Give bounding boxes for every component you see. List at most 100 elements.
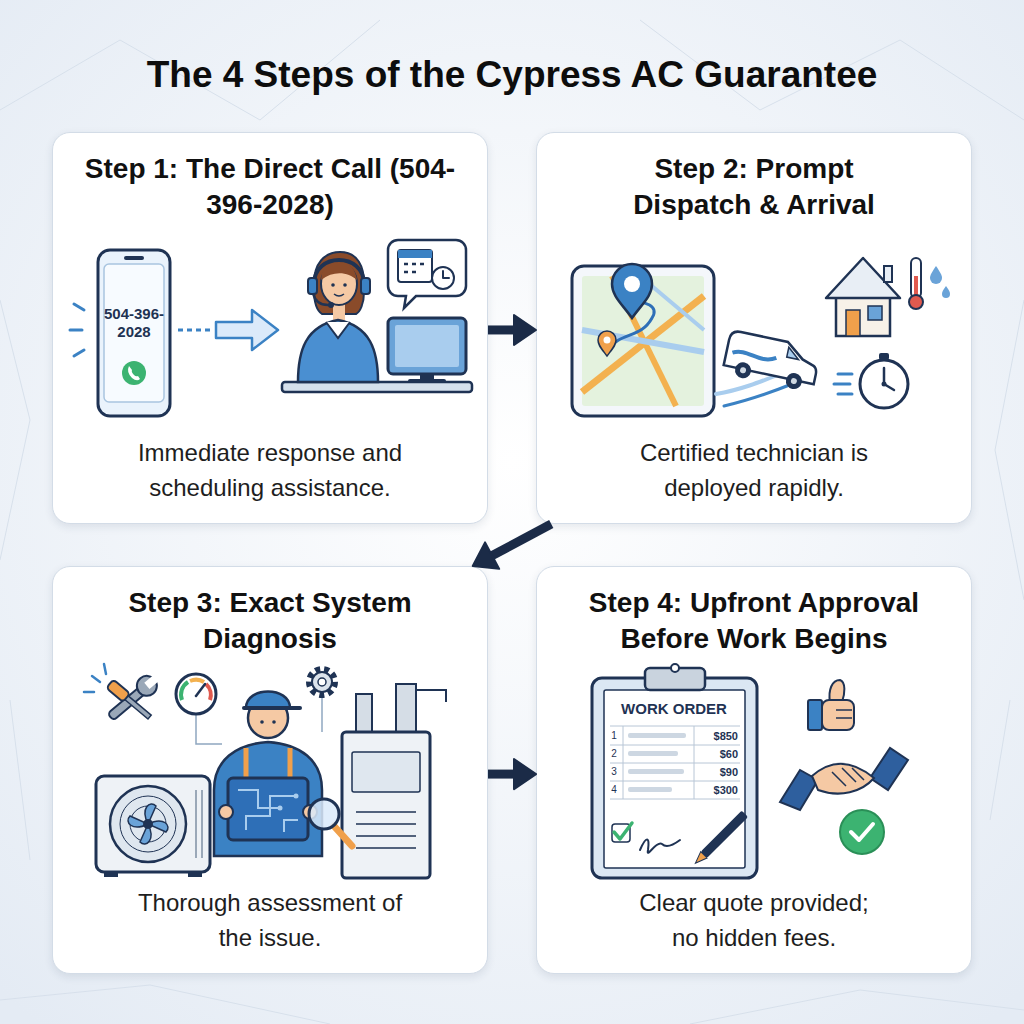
thumbs-up-icon	[822, 700, 854, 730]
approval-check	[840, 810, 884, 854]
step-description: Clear quote provided; no hidden fees.	[629, 885, 879, 955]
house-icon	[868, 306, 882, 320]
row-number: 4	[606, 782, 622, 798]
price-cell: $60	[694, 746, 738, 762]
price-cell: $850	[694, 728, 738, 744]
ac-unit	[96, 776, 210, 872]
agent-figure	[343, 283, 347, 287]
flow-arrow	[488, 759, 536, 789]
step-heading: Step 3: Exact System Diagnosis	[110, 585, 430, 657]
speech-bubble	[404, 264, 424, 272]
agent-figure	[361, 278, 370, 294]
map-tablet	[612, 264, 652, 318]
agent-figure	[331, 283, 335, 287]
agent-figure	[282, 382, 472, 392]
stopwatch-icon	[879, 353, 889, 360]
monitor-icon	[388, 318, 466, 383]
thermometer-icon	[911, 258, 921, 298]
technician-figure	[228, 778, 308, 840]
stopwatch-icon	[882, 382, 887, 387]
pressure-gauge	[176, 674, 216, 714]
arrow-head	[514, 759, 536, 789]
step-description: Thorough assessment of the issue.	[128, 885, 413, 955]
work-order-clipboard	[628, 733, 686, 738]
work-order-clipboard	[592, 664, 757, 878]
map-tablet	[572, 264, 714, 416]
monitor-icon	[395, 325, 459, 367]
step-description: Certified technician is deployed rapidly…	[604, 435, 904, 505]
gear-icon	[312, 672, 332, 692]
house-icon	[884, 266, 892, 282]
monitor-icon	[408, 379, 446, 383]
ac-unit	[128, 804, 168, 844]
stopwatch-icon	[860, 360, 908, 408]
speech-bubble	[398, 250, 432, 282]
gear-icon	[318, 678, 326, 686]
ac-unit	[196, 790, 202, 858]
step-heading: Step 4: Upfront Approval Before Work Beg…	[554, 585, 954, 657]
technician-figure	[294, 794, 299, 799]
row-number: 2	[606, 746, 622, 762]
arrow-shaft	[488, 770, 516, 779]
work-order-clipboard	[628, 751, 678, 756]
work-order-clipboard	[604, 690, 745, 868]
phone-icon	[122, 361, 146, 385]
phone-icon	[124, 256, 144, 260]
row-number: 1	[606, 728, 622, 744]
work-order-heading: WORK ORDER	[614, 700, 734, 718]
price-cell: $90	[694, 764, 738, 780]
map-tablet	[624, 276, 640, 292]
furnace-unit	[356, 694, 372, 732]
speech-bubble	[398, 250, 432, 258]
work-order-clipboard	[628, 787, 672, 792]
work-order-clipboard	[692, 811, 748, 867]
row-number: 3	[606, 764, 622, 780]
ac-unit	[143, 819, 153, 829]
work-order-clipboard	[692, 852, 707, 867]
network-pattern	[690, 990, 1024, 1024]
stopwatch-icon	[884, 368, 894, 390]
ac-unit	[104, 872, 118, 877]
pressure-gauge	[206, 684, 211, 700]
house-icon	[846, 310, 860, 336]
map-tablet	[598, 331, 616, 356]
technician-figure	[214, 742, 322, 856]
network-pattern	[990, 700, 1010, 820]
ac-unit	[96, 776, 210, 877]
house-icon	[836, 294, 890, 336]
network-pattern	[995, 300, 1024, 600]
approval-check	[840, 810, 884, 854]
handshake-icon	[832, 768, 864, 786]
work-order-clipboard	[614, 823, 632, 839]
work-order-clipboard	[640, 840, 680, 853]
speech-bubble	[443, 271, 449, 278]
work-order-clipboard	[671, 664, 679, 672]
agent-figure	[313, 293, 330, 305]
service-van	[739, 367, 746, 374]
service-van	[732, 349, 776, 362]
map-tablet	[604, 337, 611, 344]
work-order-clipboard	[610, 726, 740, 799]
step-description: Immediate response and scheduling assist…	[120, 435, 420, 505]
technician-figure	[244, 706, 300, 710]
network-pattern	[0, 300, 30, 560]
map-tablet	[582, 296, 704, 392]
agent-figure	[326, 322, 350, 338]
furnace-unit	[396, 684, 416, 732]
agent-figure	[308, 278, 317, 294]
arrow-shaft	[488, 325, 516, 334]
ac-unit	[110, 786, 186, 862]
technician-figure	[219, 805, 233, 819]
diagram-title: The 4 Steps of the Cypress AC Guarantee	[0, 50, 1024, 100]
service-van	[790, 378, 797, 385]
agent-figure	[328, 302, 334, 308]
technician-figure	[238, 790, 298, 832]
work-order-clipboard	[701, 811, 748, 858]
flow-arrow	[473, 524, 552, 569]
work-order-clipboard	[623, 726, 694, 799]
arrow-head	[473, 542, 499, 568]
technician-figure	[272, 720, 276, 724]
step-heading: Step 2: Prompt Dispatch & Arrival	[604, 151, 904, 223]
arrow-head	[514, 315, 536, 345]
arrow-shaft	[490, 524, 551, 557]
